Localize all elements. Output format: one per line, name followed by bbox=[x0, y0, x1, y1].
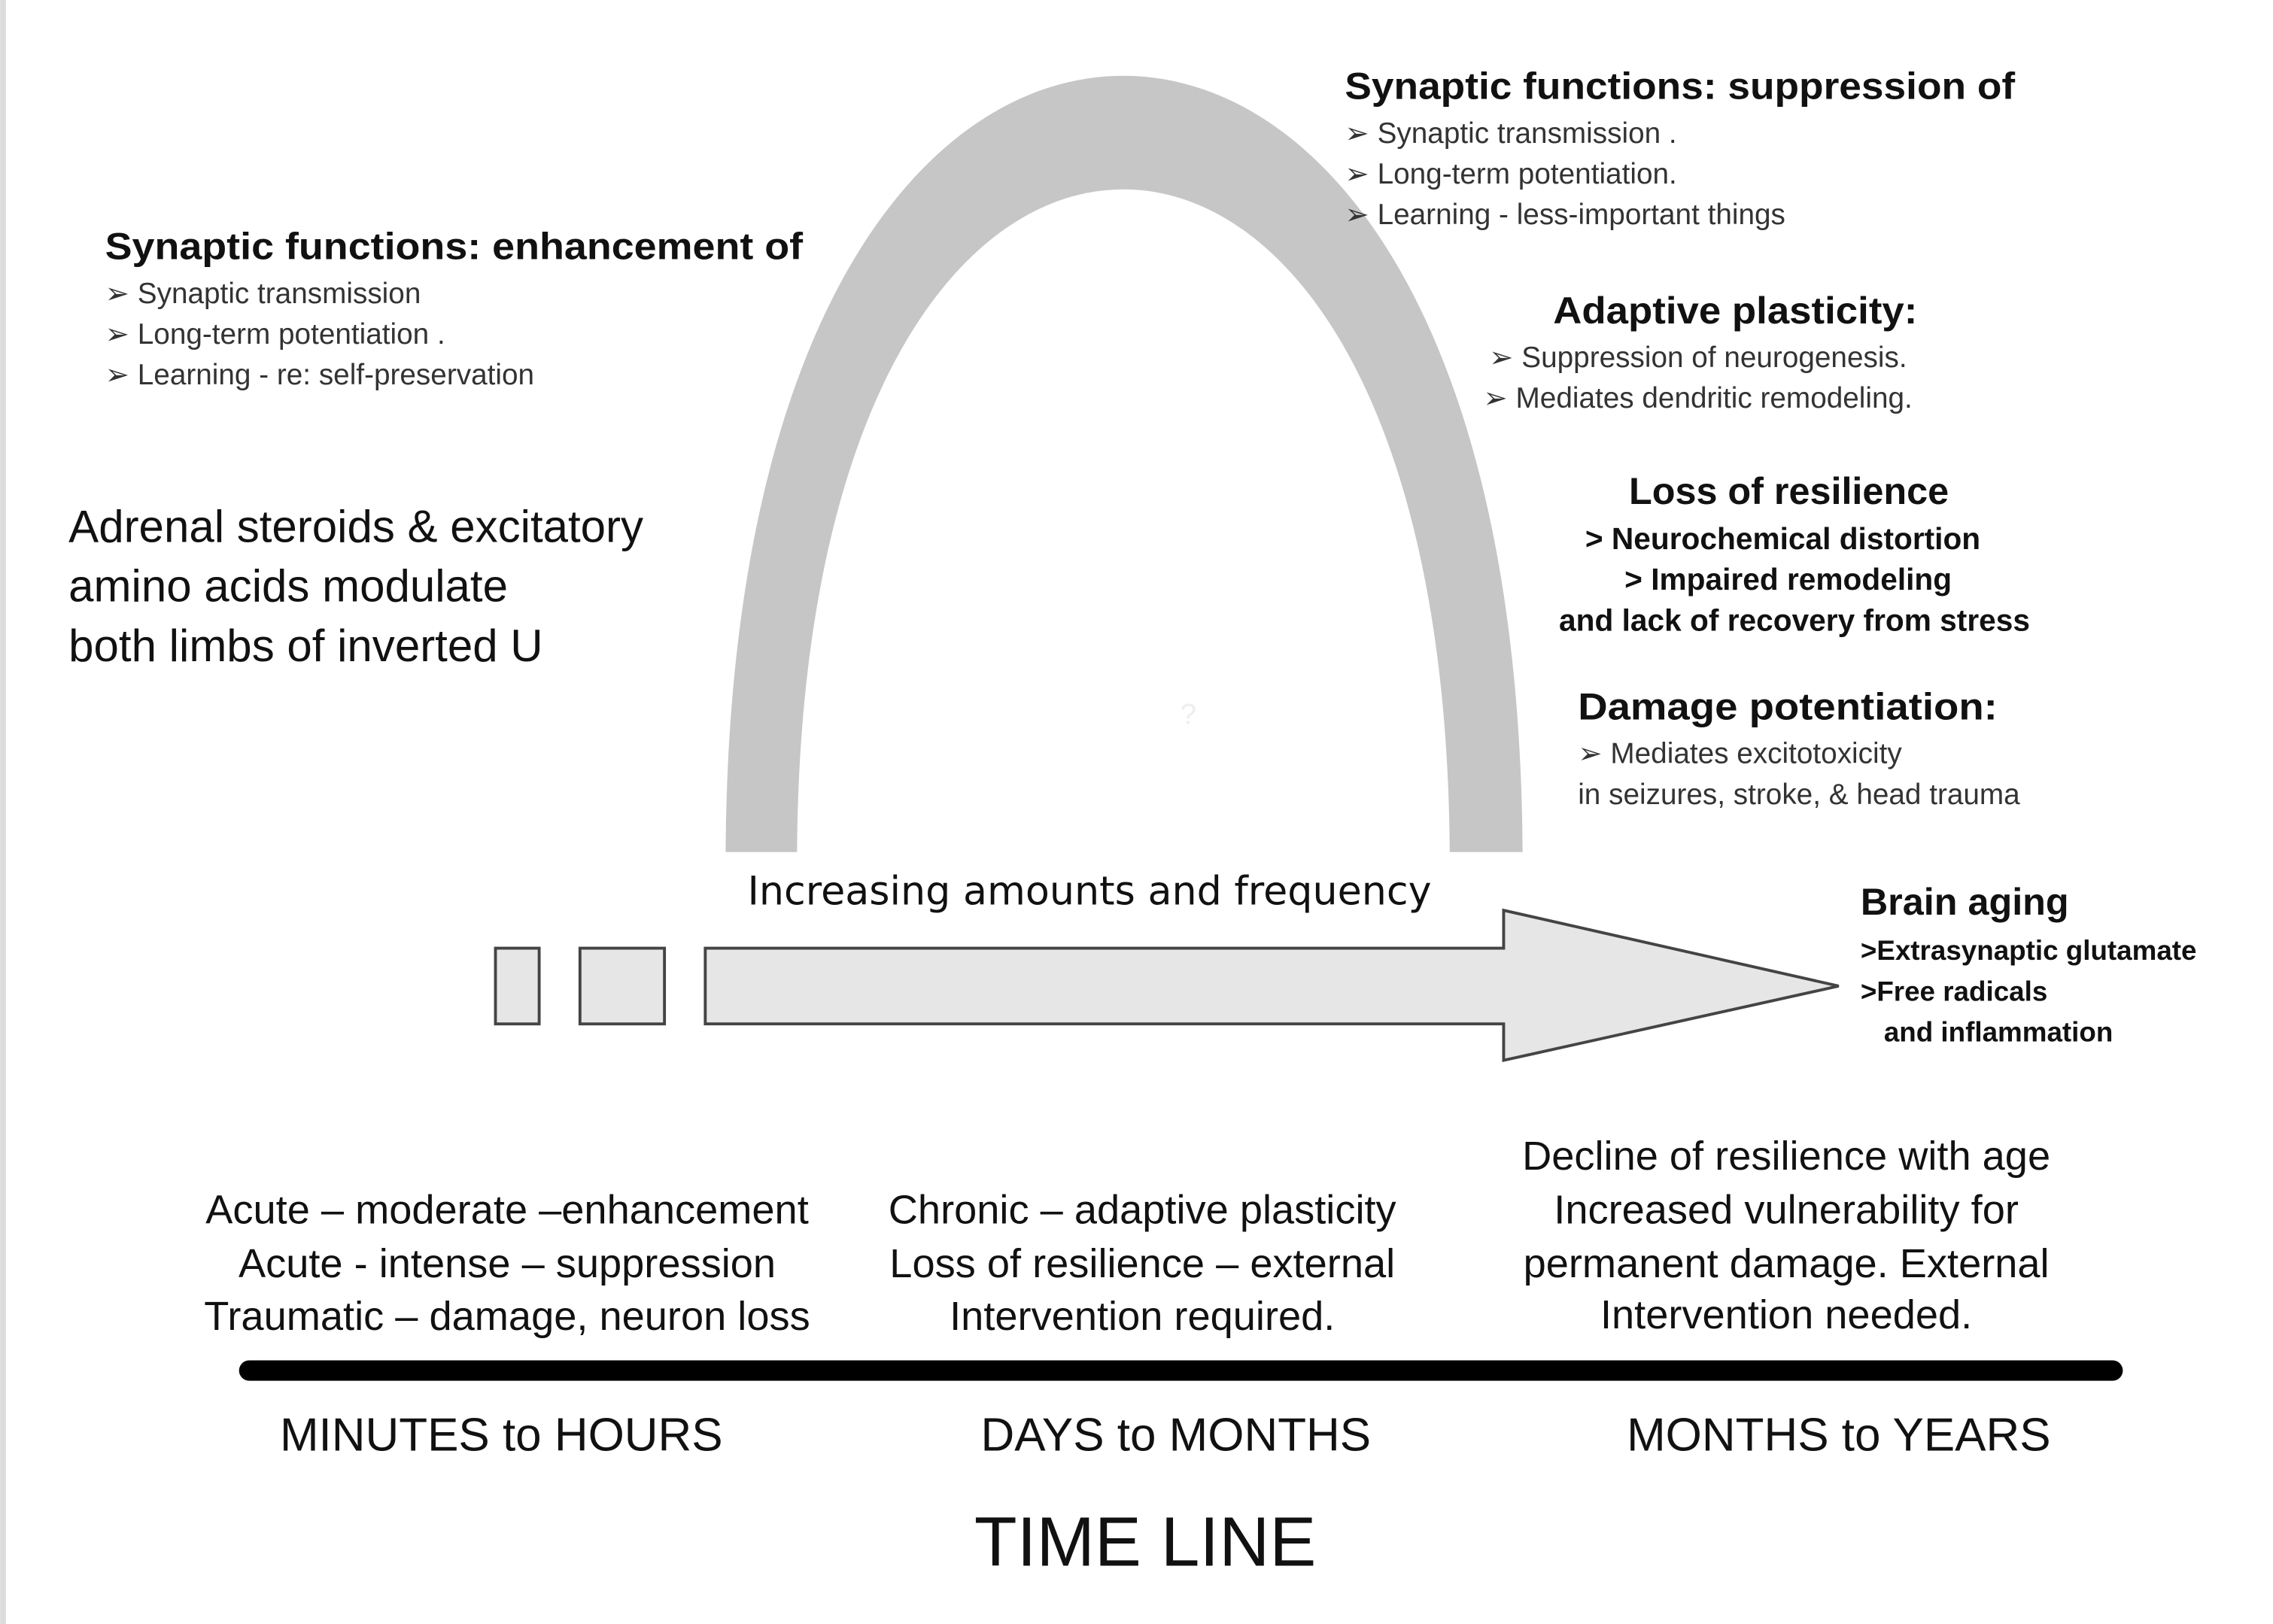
brain-aging-item: and inflammation bbox=[1884, 1016, 2113, 1047]
suppression-title: Synaptic functions: suppression of bbox=[1345, 65, 2015, 108]
chronic-line: Loss of resilience – external bbox=[889, 1241, 1395, 1286]
suppression-item: ➢ Long-term potentiation. bbox=[1345, 158, 1676, 190]
suppression-item: ➢ Learning - less-important things bbox=[1345, 199, 1785, 231]
timeline-label-minutes: MINUTES to HOURS bbox=[280, 1410, 723, 1462]
small-block-2 bbox=[578, 946, 667, 1026]
timeline-label-days: DAYS to MONTHS bbox=[980, 1410, 1371, 1462]
enhancement-item: ➢ Learning - re: self-preservation bbox=[105, 359, 534, 391]
arrow-label: Increasing amounts and frequency bbox=[748, 868, 1432, 914]
adrenal-line: Adrenal steroids & excitatory bbox=[68, 501, 643, 551]
chronic-line: Intervention required. bbox=[950, 1294, 1335, 1339]
adrenal-line: both limbs of inverted U bbox=[68, 621, 542, 671]
suppression-item: ➢ Synaptic transmission . bbox=[1345, 117, 1676, 150]
damage-item: in seizures, stroke, & head trauma bbox=[1578, 779, 2020, 811]
resilience-item: and lack of recovery from stress bbox=[1559, 603, 2030, 637]
timeline-title: TIME LINE bbox=[974, 1503, 1316, 1581]
brain-aging-item: >Extrasynaptic glutamate bbox=[1861, 935, 2197, 966]
enhancement-item: ➢ Long-term potentiation . bbox=[105, 318, 445, 351]
resilience-title: Loss of resilience bbox=[1629, 469, 1949, 512]
resilience-item: > Neurochemical distortion bbox=[1585, 521, 1980, 556]
adaptive-item: ➢ Mediates dendritic remodeling. bbox=[1483, 382, 1912, 414]
adaptive-title: Adaptive plasticity: bbox=[1553, 289, 1917, 332]
enhancement-item: ➢ Synaptic transmission bbox=[105, 278, 421, 310]
left-border bbox=[0, 0, 6, 1624]
question-mark: ? bbox=[1181, 698, 1197, 730]
timeline-label-months: MONTHS to YEARS bbox=[1627, 1410, 2050, 1462]
chronic-line: Chronic – adaptive plasticity bbox=[889, 1188, 1396, 1233]
acute-line: Traumatic – damage, neuron loss bbox=[204, 1294, 810, 1339]
brain-aging-title: Brain aging bbox=[1861, 880, 2069, 923]
aging-line: Increased vulnerability for bbox=[1554, 1188, 2019, 1233]
damage-item: ➢ Mediates excitotoxicity bbox=[1578, 738, 1902, 770]
acute-line: Acute - intense – suppression bbox=[239, 1241, 776, 1286]
adrenal-line: amino acids modulate bbox=[68, 561, 508, 612]
inverted-u-arch bbox=[725, 75, 1523, 852]
aging-line: permanent damage. External bbox=[1524, 1241, 2050, 1286]
aging-line: Intervention needed. bbox=[1600, 1292, 1972, 1337]
adaptive-item: ➢ Suppression of neurogenesis. bbox=[1489, 341, 1907, 374]
damage-title: Damage potentiation: bbox=[1578, 685, 1998, 728]
brain-aging-item: >Free radicals bbox=[1861, 976, 2047, 1006]
aging-line: Decline of resilience with age bbox=[1522, 1134, 2050, 1179]
resilience-item: > Impaired remodeling bbox=[1624, 562, 1952, 596]
time-arrow bbox=[703, 908, 1840, 1063]
acute-line: Acute – moderate –enhancement bbox=[205, 1188, 809, 1233]
enhancement-title: Synaptic functions: enhancement of bbox=[105, 225, 804, 268]
small-block-1 bbox=[494, 946, 541, 1026]
